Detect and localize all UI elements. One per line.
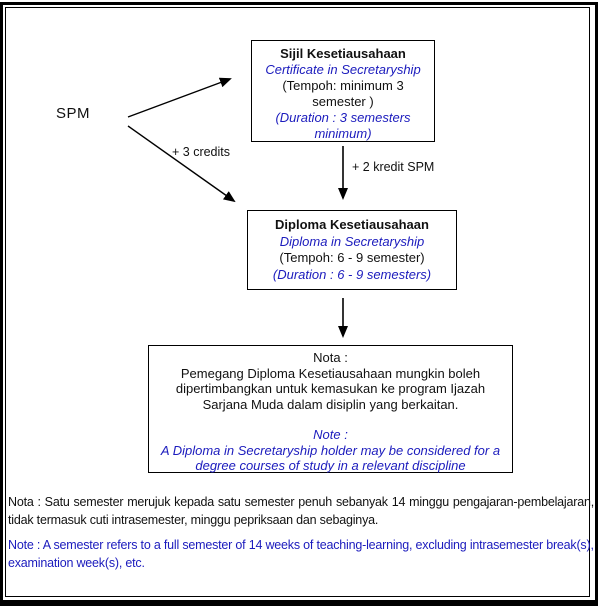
arrow-label-plus-3-credits: + 3 credits bbox=[172, 145, 231, 159]
certificate-box: Sijil Kesetiausahaan Certificate in Secr… bbox=[251, 40, 435, 142]
arrow-spm-to-certificate bbox=[127, 77, 232, 118]
nota-body-en: A Diploma in Secretaryship holder may be… bbox=[160, 442, 501, 474]
inner-border-frame bbox=[5, 7, 590, 597]
diploma-title-ms: Diploma Kesetiausahaan bbox=[275, 217, 429, 232]
spm-node-label: SPM bbox=[56, 105, 91, 122]
nota-heading-ms: Nota : bbox=[313, 350, 348, 365]
footnote-malay: Nota : Satu semester merujuk kepada satu… bbox=[8, 495, 594, 527]
diploma-title-en: Diploma in Secretaryship bbox=[279, 233, 425, 249]
footnote-english: Note : A semester refers to a full semes… bbox=[8, 538, 594, 570]
nota-spacer bbox=[159, 412, 502, 427]
arrow-label-plus-2-kredit-spm: + 2 kredit SPM bbox=[352, 160, 435, 174]
diploma-duration-en: (Duration : 6 - 9 semesters) bbox=[272, 266, 432, 282]
nota-body-ms: Pemegang Diploma Kesetiausahaan mungkin … bbox=[175, 365, 486, 412]
arrow-spm-to-diploma bbox=[127, 125, 236, 203]
certificate-duration-ms: (Tempoh: minimum 3 semester ) bbox=[282, 78, 404, 109]
certificate-title-en: Certificate in Secretaryship bbox=[265, 62, 421, 77]
nota-box: Nota : Pemegang Diploma Kesetiausahaan m… bbox=[148, 345, 513, 473]
certificate-duration-en: (Duration : 3 semesters minimum) bbox=[275, 110, 411, 141]
certificate-title-ms: Sijil Kesetiausahaan bbox=[280, 46, 406, 61]
diploma-box: Diploma Kesetiausahaan Diploma in Secret… bbox=[247, 210, 457, 290]
diploma-duration-ms: (Tempoh: 6 - 9 semester) bbox=[279, 250, 425, 265]
nota-heading-en: Note : bbox=[313, 427, 348, 442]
